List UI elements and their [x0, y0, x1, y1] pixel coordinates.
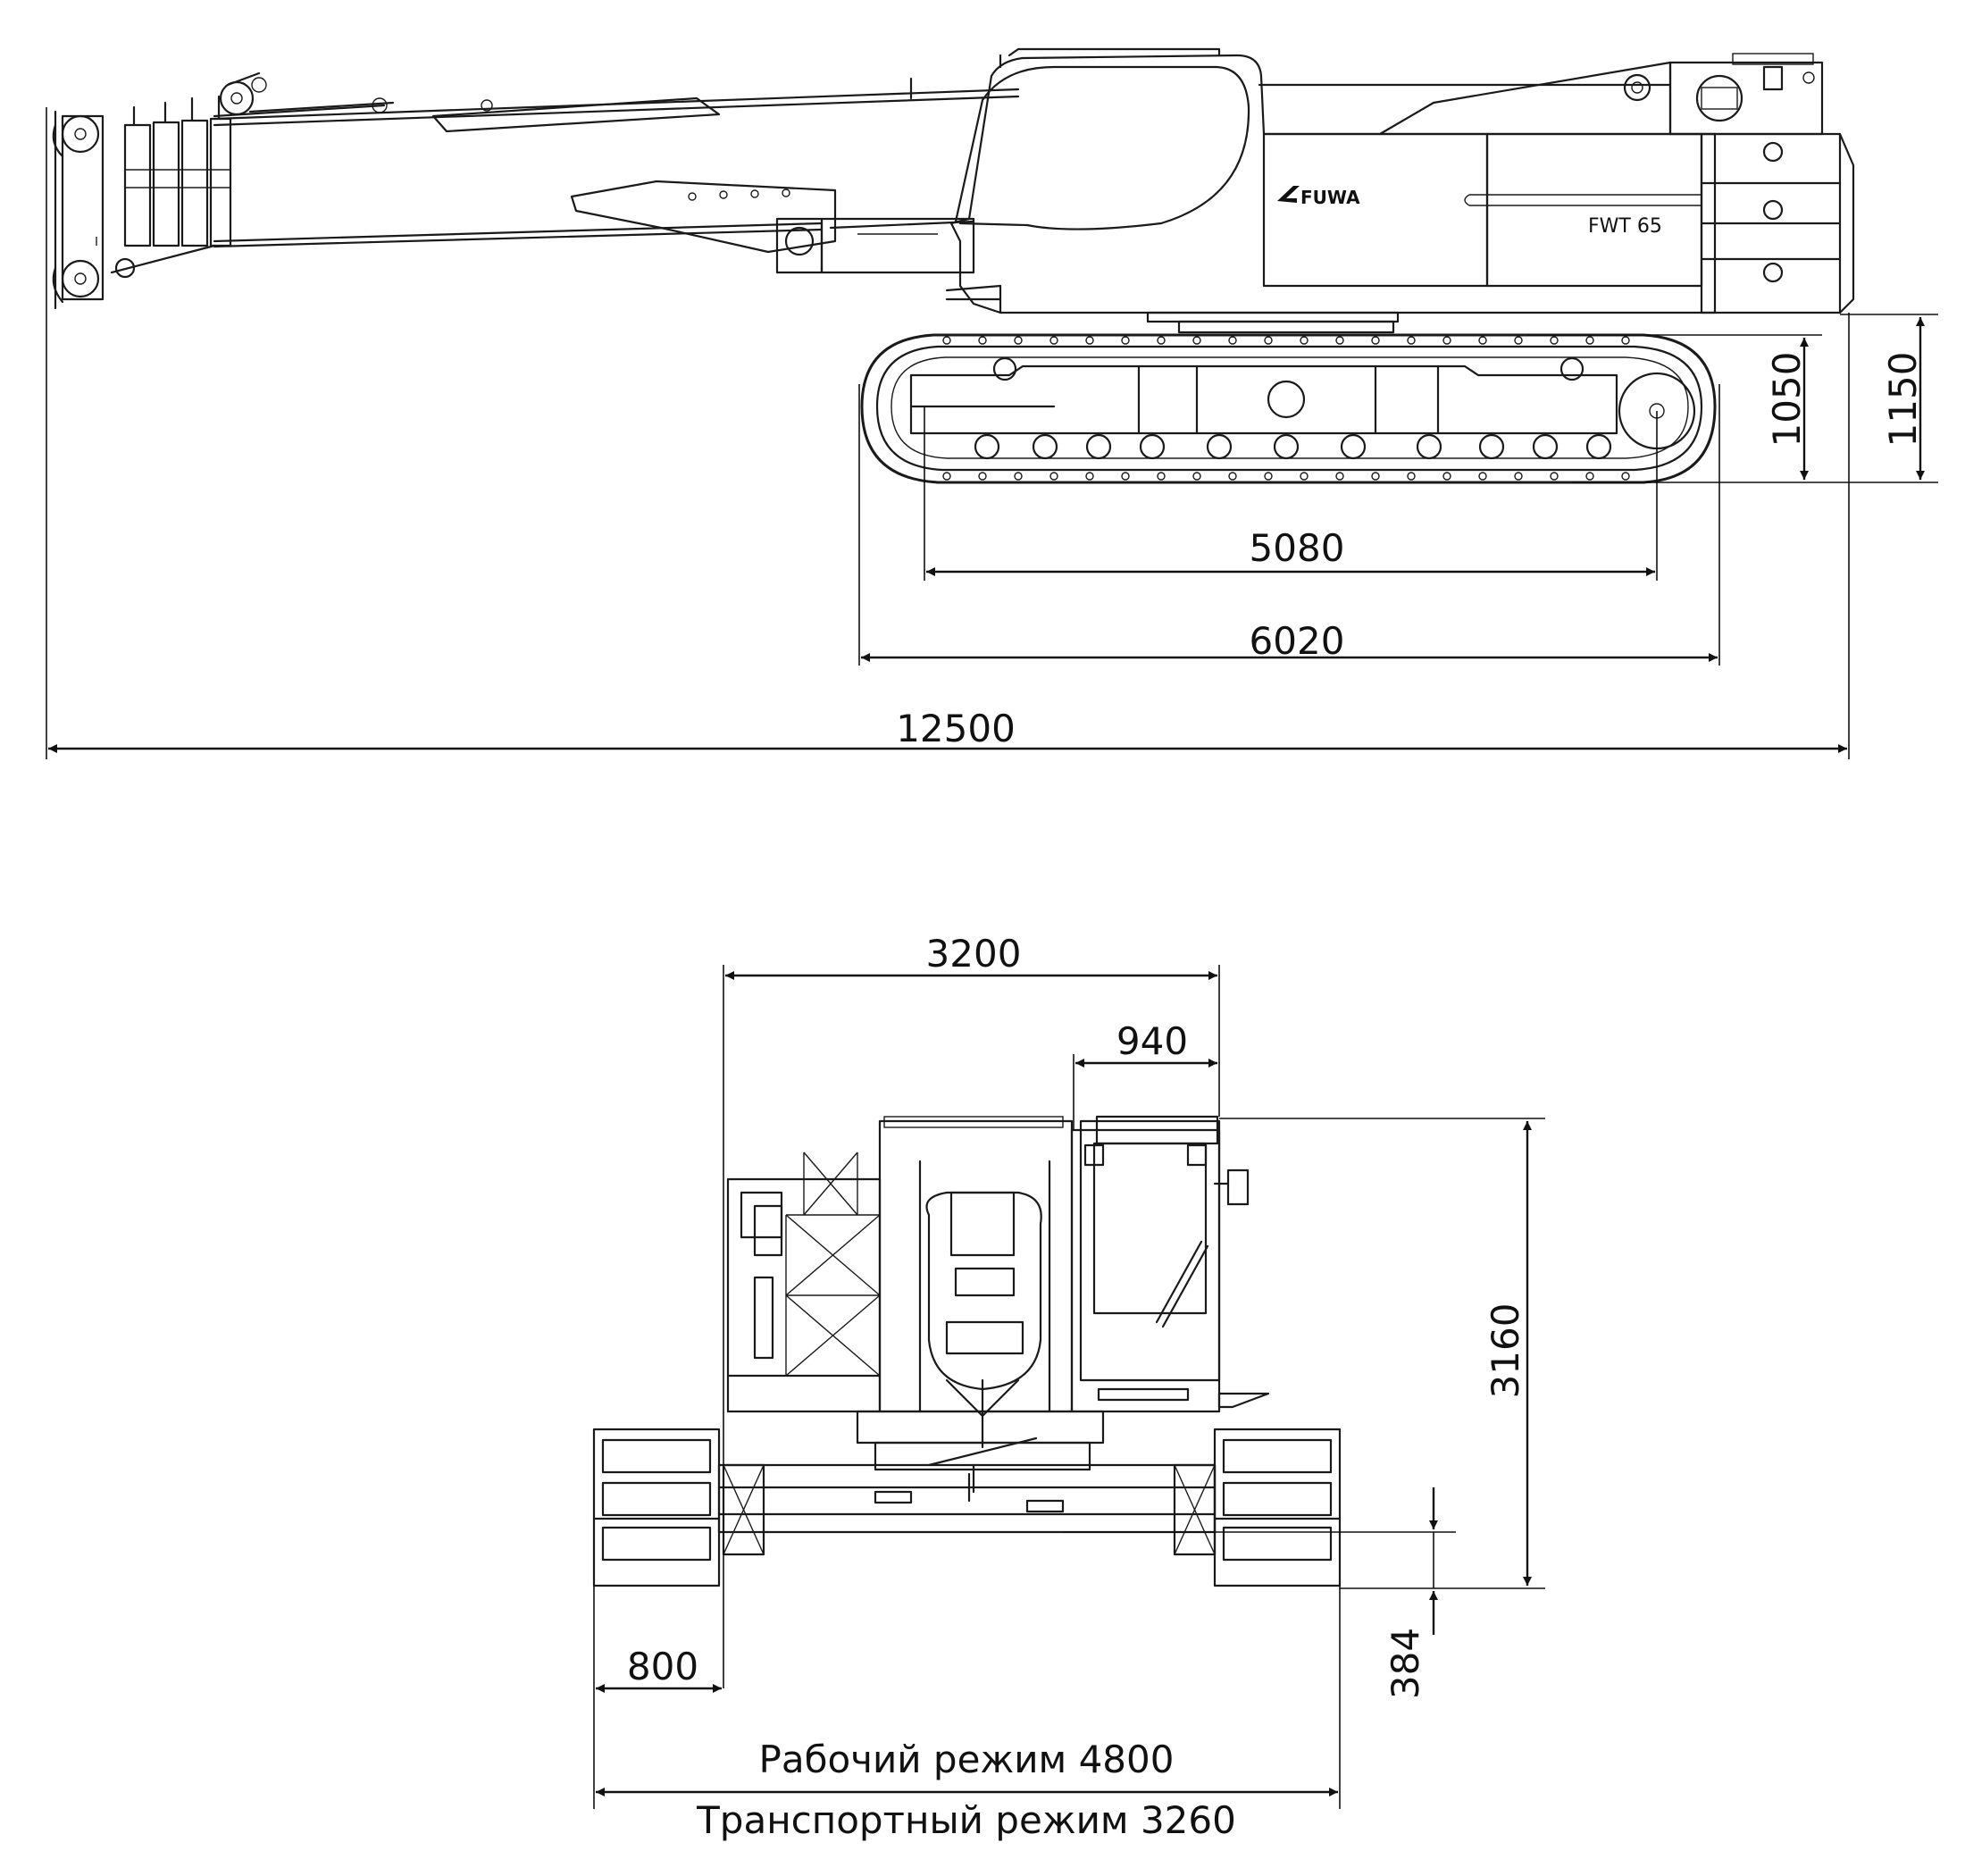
boom — [213, 77, 1020, 274]
dim-384-label: 384 — [1384, 1628, 1427, 1699]
dim-6020-label: 6020 — [1250, 619, 1345, 663]
side-view: FUWA FWT 65 — [46, 47, 1938, 759]
front-upper-body — [726, 1115, 1270, 1494]
crawler-track — [860, 333, 1717, 484]
side-dimensions — [46, 107, 1938, 759]
fuwa-logo-icon — [1277, 186, 1300, 203]
brand-label: FUWA — [1300, 187, 1360, 208]
transport-mode-label: Транспортный режим 3260 — [696, 1798, 1236, 1842]
dim-940-label: 940 — [1116, 1019, 1188, 1063]
dim-3160-label: 3160 — [1484, 1303, 1527, 1399]
boom-head — [52, 71, 386, 310]
dim-1050-label: 1050 — [1765, 352, 1809, 448]
working-mode-label: Рабочий режим 4800 — [759, 1738, 1175, 1781]
dim-800-label: 800 — [627, 1645, 698, 1688]
dim-12500-label: 12500 — [896, 707, 1016, 750]
front-dimensions — [593, 965, 1545, 1809]
model-label: FWT 65 — [1588, 215, 1662, 238]
front-view: 3200 940 3160 800 384 Рабочий режим 4800… — [592, 932, 1545, 1842]
dim-5080-label: 5080 — [1250, 526, 1345, 570]
dim-1150-label: 1150 — [1881, 352, 1925, 448]
front-undercarriage — [592, 1428, 1342, 1587]
dim-3200-label: 3200 — [926, 932, 1022, 976]
upper-body — [945, 47, 1855, 334]
